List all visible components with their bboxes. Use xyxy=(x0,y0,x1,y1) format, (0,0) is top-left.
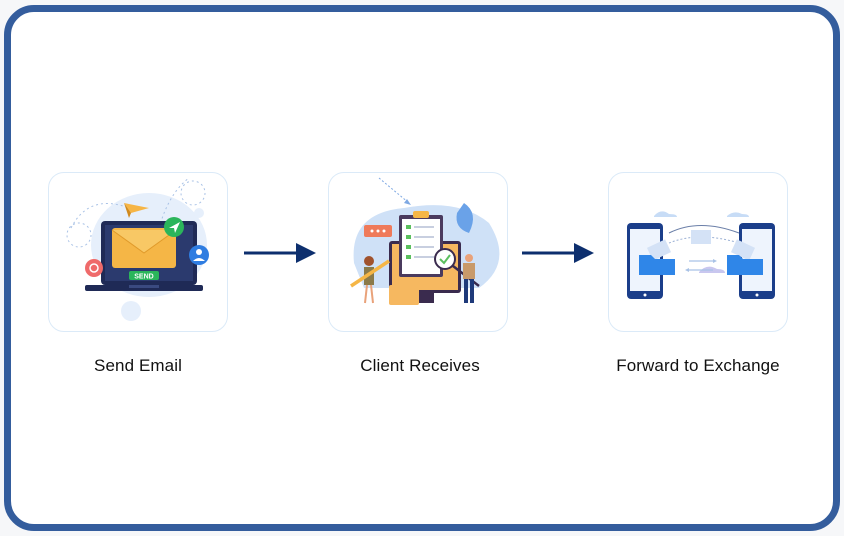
step-label-forward-to-exchange: Forward to Exchange xyxy=(616,356,780,375)
arrow-right-icon xyxy=(522,243,594,263)
step-card-send-email: SEND xyxy=(48,172,228,332)
send-badge-text: SEND xyxy=(134,274,153,281)
step-card-client-receives xyxy=(328,172,508,332)
clipboard-checklist-icon xyxy=(350,177,500,305)
step-card-forward-to-exchange xyxy=(608,172,788,332)
step-label-client-receives: Client Receives xyxy=(360,356,480,375)
phone-folder-transfer-icon xyxy=(627,211,775,299)
laptop-envelope-icon: SEND xyxy=(66,177,209,321)
arrow-right-icon xyxy=(244,243,316,263)
step-label-send-email: Send Email xyxy=(94,356,182,375)
